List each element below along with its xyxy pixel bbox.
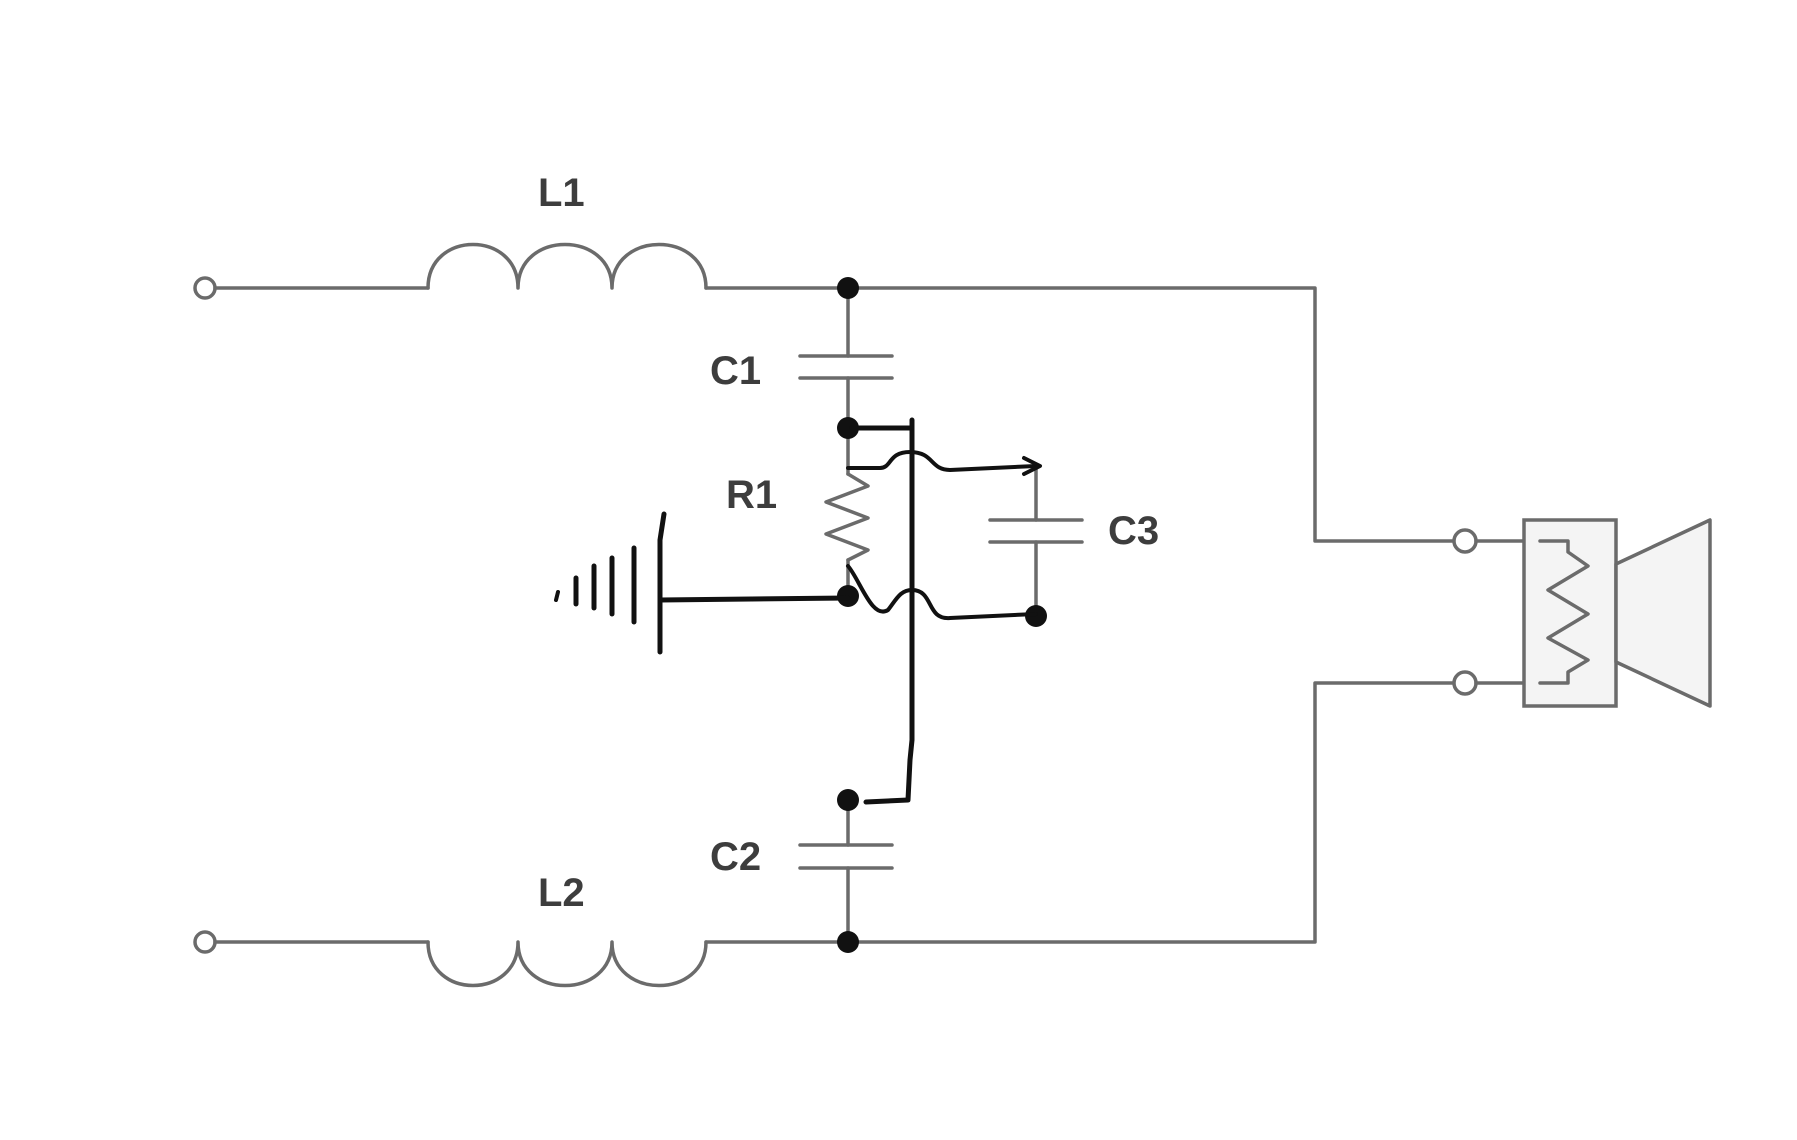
capacitor-c3 [988,518,1084,544]
handdrawn-modification [554,417,1042,805]
ground-symbol-main-bar [657,511,667,655]
handdrawn-ground-wire [657,595,851,603]
capacitor-c2 [798,843,894,870]
junction-dot-c1-r1 [837,417,859,439]
label-c2: C2 [710,835,761,879]
speaker-terminal-bottom [1452,670,1478,696]
handdrawn-arrow-c3-top [1022,456,1042,476]
label-c1: C1 [710,349,761,393]
junction-dot-bottom [837,931,859,953]
handdrawn-vertical-wire [863,417,915,805]
speaker-coil [1538,539,1590,685]
label-l2: L2 [538,871,585,915]
junction-dot-top [837,277,859,299]
wire-bottom-rail [704,681,1457,944]
label-l1: L1 [538,171,585,215]
ground-symbol-tick [554,590,560,602]
capacitor-c1 [798,354,894,380]
inductor-l1 [426,242,708,290]
wire-top-rail [704,286,1457,543]
junction-dot-c2-top [837,789,859,811]
input-terminal-top [193,276,217,300]
resistor-r1 [824,472,870,562]
handdrawn-wire-to-c3-bottom [846,564,1038,621]
input-terminal-bottom [193,930,217,954]
speaker-terminal-top [1452,528,1478,554]
handdrawn-wire-to-c3-top [846,450,1038,472]
label-c3: C3 [1108,509,1159,553]
speaker-cone [1614,518,1712,708]
speaker-box [1522,518,1618,708]
inductor-l2 [426,940,708,988]
label-r1: R1 [726,473,777,517]
speaker-icon [1522,518,1712,708]
